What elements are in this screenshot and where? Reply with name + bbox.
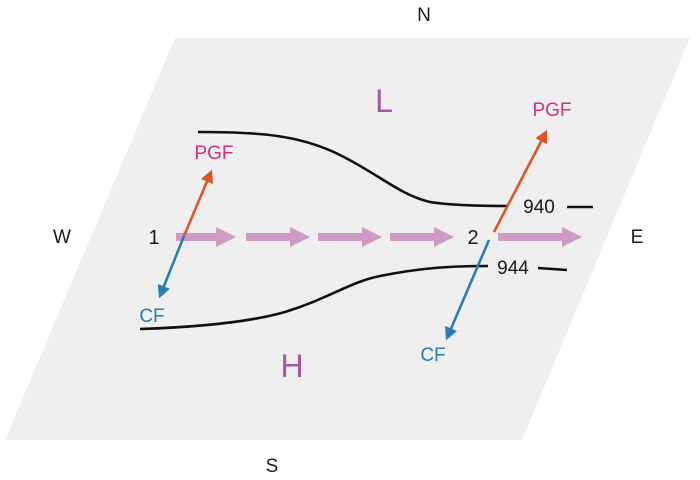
compass-south: S [266,456,279,477]
wind-arrow [176,227,236,247]
isobar-lower-tail [537,266,568,272]
compass-north: N [417,5,431,26]
point-1-label: 1 [148,227,159,249]
isobar-lower [139,264,489,331]
cf-arrow-point-2 [445,239,491,341]
pgf-label-point-1: PGF [194,143,233,164]
high-pressure-label: H [280,348,303,384]
low-pressure-label: L [375,83,393,119]
pgf-arrow-point-2 [492,129,548,233]
cf-arrow-point-1 [157,235,186,299]
point-2-label: 2 [467,227,478,249]
compass-west: W [53,227,71,248]
wind-arrow [246,227,310,247]
isobar-lower-value: 944 [497,258,529,279]
wind-arrow [318,227,382,247]
cf-label-point-1: CF [139,306,164,327]
isobar-upper [197,130,509,208]
cf-label-point-2: CF [420,345,445,366]
wind-arrow [390,227,454,247]
pgf-arrow-point-1 [182,169,213,237]
compass-east: E [631,227,644,248]
pgf-label-point-2: PGF [532,100,571,121]
wind-arrow-group [176,227,582,247]
isobar-upper-value: 940 [523,197,555,218]
wind-arrow [498,227,582,247]
